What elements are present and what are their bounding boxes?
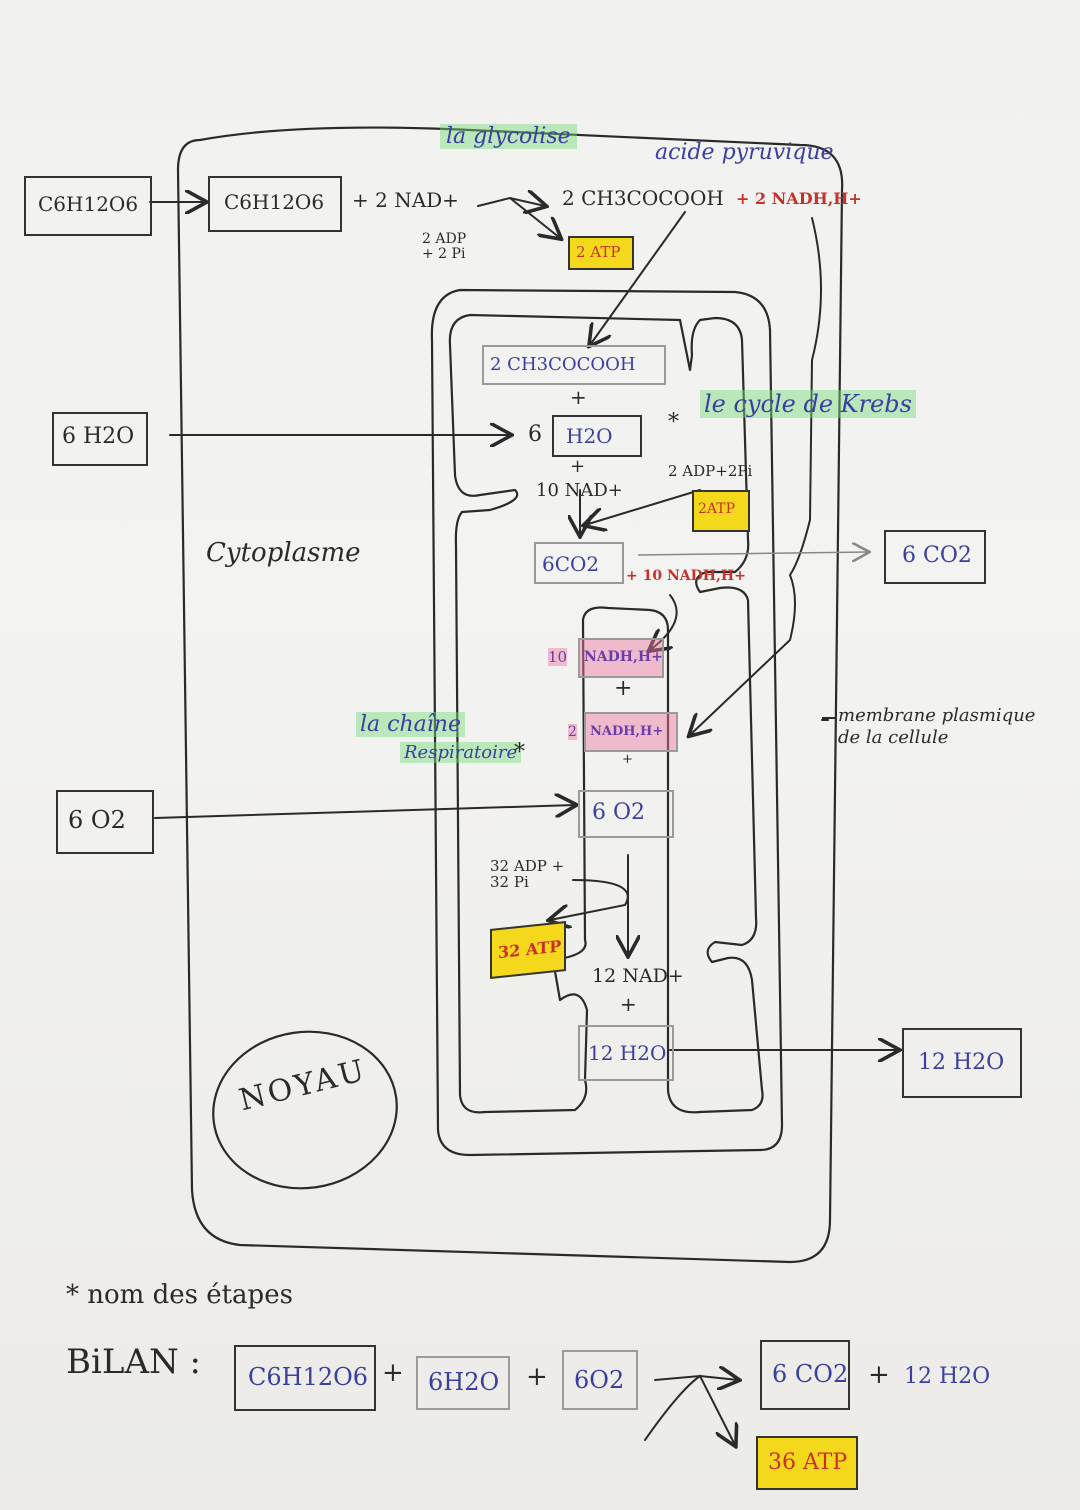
arrow-nadh-glycolysis [690,217,822,735]
chain-oxygen-label: 6 O2 [592,800,646,825]
pyruvic-acid-annotation: acide pyruvique [655,140,834,165]
chain-nadh2-box: NADH,H+ [584,712,678,752]
arrow-adp-chain [550,879,629,920]
glucose-input-label: C6H12O6 [38,192,139,216]
krebs-co2-label: 6CO2 [542,552,600,576]
bilan-atp-box: 36 ATP [756,1436,858,1490]
glucose-input-box: C6H12O6 [24,176,152,236]
adp-glycolysis-label: 2 ADP + 2 Pi [422,231,467,262]
bilan-co2-box: 6 CO2 [760,1340,850,1410]
krebs-water-box: H2O [552,415,642,457]
bilan-co2-label: 6 CO2 [772,1360,849,1388]
arrow-bilan-atp [644,1374,735,1445]
krebs-plus-2: + [570,456,586,477]
chain-nad-label: 12 NAD+ [592,965,684,987]
nadh-glycolysis-label: + 2 NADH,H+ [736,189,862,208]
atp-glycolysis-box: 2 ATP [568,236,634,270]
krebs-star: * [668,410,679,435]
krebs-pyruvate-box: 2 CH3COCOOH [482,345,666,385]
water-input-box: 6 H2O [52,412,148,466]
bilan-plus-2: + [526,1362,548,1392]
glucose-cell-label: C6H12O6 [224,190,325,214]
mitochondrion-inner [448,313,764,1114]
arrow-atp-krebs [585,489,701,525]
oxygen-input-label: 6 O2 [68,806,126,834]
plus-nad-label: + 2 NAD+ [352,188,459,212]
krebs-title: le cycle de Krebs [700,390,916,418]
membrane-label: membrane plasmique de la cellule [838,705,1036,748]
bilan-atp-label: 36 ATP [768,1450,848,1475]
bilan-water-out-label: 12 H2O [904,1364,991,1389]
chain-title-line2: Respiratoire [400,742,522,763]
co2-output-box: 6 CO2 [884,530,986,584]
chain-nadh10-coef: 10 [548,648,568,666]
oxygen-input-box: 6 O2 [56,790,154,854]
chain-plus-2: + [620,992,637,1016]
krebs-nadh-label: + 10 NADH,H+ [626,568,746,584]
chain-nadh10-label: NADH,H+ [584,649,663,665]
krebs-adp-label: 2 ADP+2Pi [668,462,753,480]
krebs-atp-label: 2ATP [698,501,736,517]
bilan-glucose-label: C6H12O6 [248,1363,369,1391]
chain-nadh2-label: NADH,H+ [590,724,664,739]
bilan-glucose-box: C6H12O6 [234,1345,376,1411]
chain-atp-box: 32 ATP [490,921,566,979]
chain-water-label: 12 H2O [588,1041,667,1065]
chain-nadh10-box: NADH,H+ [578,638,664,678]
water-output-box: 12 H2O [902,1028,1022,1098]
chain-adp-label: 32 ADP + 32 Pi [490,857,565,891]
bilan-oxygen-box: 6O2 [562,1350,638,1410]
krebs-co2-box: 6CO2 [534,542,624,584]
krebs-water-coef: 6 [528,422,542,447]
krebs-plus-1: + [570,385,587,409]
bilan-label: BiLAN : [66,1342,202,1382]
chain-water-box: 12 H2O [578,1025,674,1081]
atp-glycolysis-label: 2 ATP [576,243,621,261]
glucose-cell-box: C6H12O6 [208,176,342,232]
chain-oxygen-box: 6 O2 [578,790,674,838]
arrow-nadh-krebs [650,594,678,650]
steps-legend: * nom des étapes [66,1280,293,1310]
bilan-water-label: 6H2O [428,1368,500,1396]
arrow-co2-out [637,552,868,555]
water-output-label: 12 H2O [918,1050,1005,1075]
water-input-label: 6 H2O [62,424,135,449]
chain-atp-label: 32 ATP [498,936,562,963]
mitochondrion-outer [430,288,784,1157]
arrow-atp-glycolysis [509,197,560,238]
bilan-oxygen-label: 6O2 [574,1366,625,1394]
pyruvate-product-label: 2 CH3COCOOH [562,186,724,210]
chain-title-line1: la chaîne [356,712,465,737]
chain-plus-small: + [622,752,633,767]
krebs-nad-label: 10 NAD+ [536,480,623,501]
bilan-plus-3: + [868,1360,890,1390]
nucleus-outline [212,1030,398,1190]
co2-output-label: 6 CO2 [902,543,972,568]
arrow-pyruvate-mito [590,211,686,345]
krebs-pyruvate-label: 2 CH3COCOOH [490,354,636,375]
chain-star: * [514,740,525,765]
krebs-atp-box: 2ATP [692,490,750,532]
cytoplasm-label: Cytoplasme [206,538,361,568]
arrow-oxygen-in [154,805,575,819]
glycolysis-title: la glycolise [440,124,577,149]
bilan-plus-1: + [382,1358,404,1388]
chain-plus: + [614,676,633,701]
bilan-water-box: 6H2O [416,1356,510,1410]
krebs-water-label: H2O [566,424,613,448]
chain-nadh2-coef: 2 [568,724,577,740]
cell-membrane [176,126,844,1264]
